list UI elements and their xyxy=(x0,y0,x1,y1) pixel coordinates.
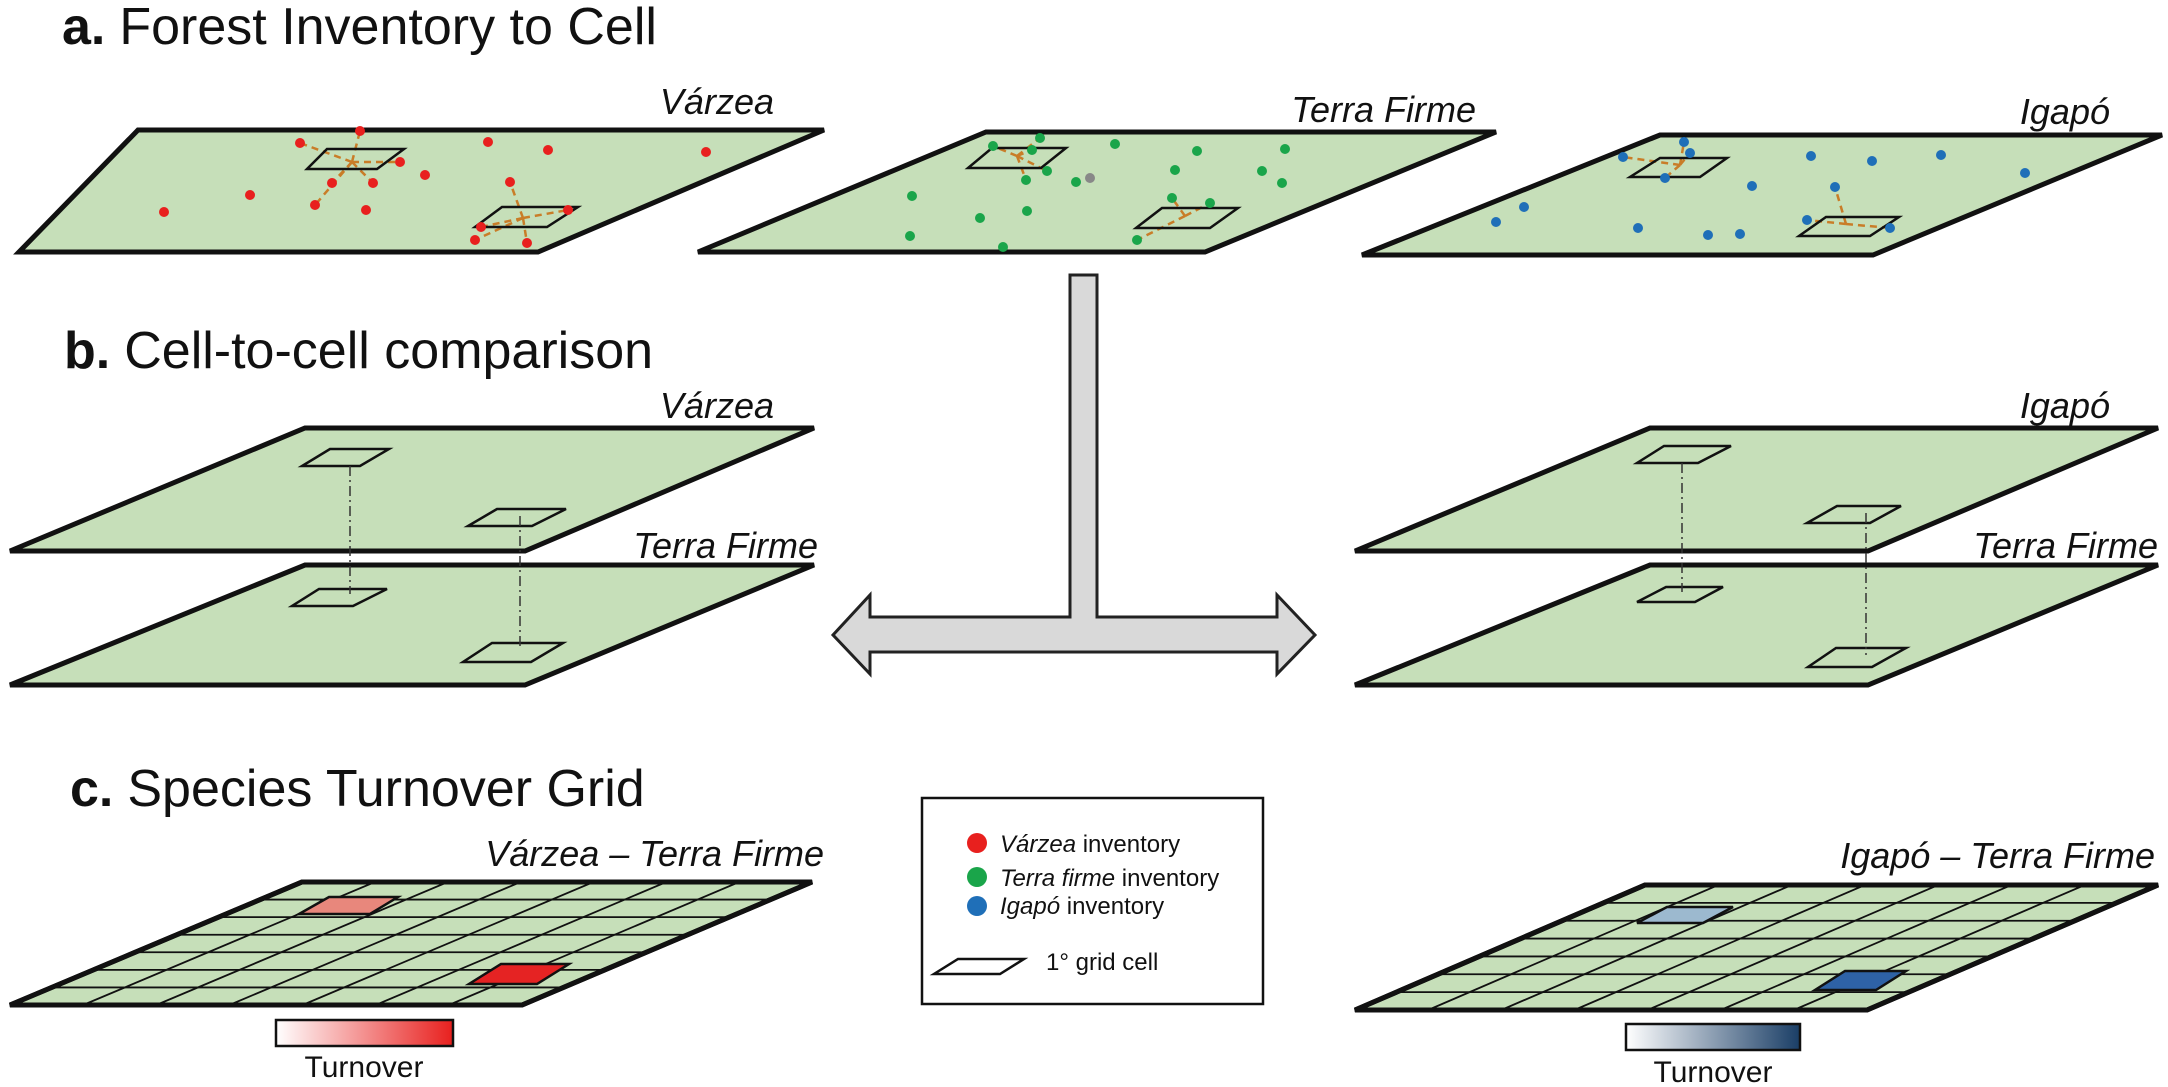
panel-a-varzea-plane xyxy=(13,127,825,255)
panel-b-right-terra-firme-label: Terra Firme xyxy=(1973,525,2158,566)
grid-column-line xyxy=(1720,884,2012,1011)
panel-b-igapo-cell-2 xyxy=(1802,504,1902,525)
legend-igapo-text: Igapó inventory xyxy=(1000,893,1164,920)
panel-a-terra-firme-label: Terra Firme xyxy=(1291,89,1476,130)
legend-item-varzea: Várzea inventory xyxy=(967,831,1180,858)
grid-column-line xyxy=(1647,884,1939,1011)
panel-c-varzea-color-scale xyxy=(274,1018,455,1048)
panel-a-varzea-map: Várzea xyxy=(13,81,825,255)
grid-column-line xyxy=(375,881,667,1006)
panel-c-varzea-cell-high xyxy=(464,962,574,986)
legend-varzea-dot xyxy=(967,833,987,853)
panel-a-igapo-plane xyxy=(1361,132,2163,258)
panel-a-heading: a.Forest Inventory to Cell xyxy=(62,0,657,56)
grid-column-line xyxy=(229,881,521,1006)
legend-varzea-text: Várzea inventory xyxy=(1000,831,1180,858)
panel-b-right-terra-firme-cell-2 xyxy=(1803,646,1911,669)
panel-a-varzea-cell-1 xyxy=(303,147,408,171)
panel-b-left-terra-firme-cell-1 xyxy=(287,587,388,608)
panel-c-igapo-cell-mid xyxy=(1636,905,1734,925)
panel-a-varzea-label: Várzea xyxy=(660,81,774,122)
panel-b-igapo-label: Igapó xyxy=(2020,385,2110,426)
panel-a-terra-firme-map: Terra Firme xyxy=(697,89,1497,255)
panel-c-igapo-grid: Igapó – Terra Firme Turnover xyxy=(1354,835,2159,1087)
panel-c-igapo-scale-label: Turnover xyxy=(1654,1056,1773,1087)
panel-a-terra-firme-points xyxy=(905,133,1290,252)
legend-item-igapo: Igapó inventory xyxy=(967,893,1164,920)
legend-grid-cell-text: 1° grid cell xyxy=(1046,949,1158,976)
legend-terra-firme-text: Terra firme inventory xyxy=(1000,865,1219,892)
panel-c-igapo-cell-high xyxy=(1810,969,1911,992)
panel-b-left-pair: Várzea Terra Firme xyxy=(9,385,818,688)
panel-a-igapo-points xyxy=(1491,137,2030,240)
panel-c-igapo-gridlines xyxy=(1396,884,2117,1011)
grid-column-line xyxy=(1500,884,1792,1011)
panel-b-varzea-plane xyxy=(9,425,815,554)
panel-a-igapo-cell-1 xyxy=(1625,156,1731,179)
panel-b-left-terra-firme-plane xyxy=(9,562,815,688)
grid-column-line xyxy=(302,881,594,1006)
panel-b-varzea-cell-1 xyxy=(297,447,394,468)
grid-column-line xyxy=(155,881,449,1006)
panel-b-right-terra-firme-cell-1 xyxy=(1636,585,1724,604)
panel-c-igapo-border xyxy=(1354,882,2159,1013)
legend: Várzea inventory Terra firme inventory I… xyxy=(920,796,1265,1006)
panel-b-right-terra-firme-plane xyxy=(1354,562,2159,688)
panel-a-varzea-cell-2 xyxy=(471,205,583,229)
legend-igapo-dot xyxy=(967,896,987,916)
comparison-arrow xyxy=(830,273,1318,678)
panel-c-varzea-scale-label: Turnover xyxy=(305,1051,424,1084)
panel-c-varzea-label: Várzea – Terra Firme xyxy=(485,833,824,874)
panel-a-varzea-points xyxy=(159,126,711,248)
legend-terra-firme-dot xyxy=(967,867,987,887)
panel-b-varzea-cell-2 xyxy=(463,507,567,528)
panel-a-igapo-cell-2 xyxy=(1795,215,1904,238)
panel-a-terra-firme-cell-1 xyxy=(964,146,1070,170)
panel-a-terra-firme-plane xyxy=(697,129,1497,255)
panel-b-left-terra-firme-label: Terra Firme xyxy=(633,525,818,566)
panel-b-left-terra-firme-cell-2 xyxy=(458,641,568,664)
panel-a-terra-firme-cell-2 xyxy=(1132,206,1242,230)
panel-c-varzea-grid: Várzea – Terra Firme Turnover xyxy=(9,833,824,1084)
grid-column-line xyxy=(1574,884,1866,1011)
panel-a-igapo-label: Igapó xyxy=(2020,91,2110,132)
panel-b-right-pair: Igapó Terra Firme xyxy=(1354,385,2159,688)
panel-b-varzea-label: Várzea xyxy=(660,385,774,426)
panel-c-varzea-border xyxy=(9,879,813,1008)
panel-c-heading: c.Species Turnover Grid xyxy=(70,760,645,818)
panel-a-igapo-map: Igapó xyxy=(1361,91,2163,258)
panel-b-heading: b.Cell-to-cell comparison xyxy=(64,322,653,380)
panel-c-igapo-color-scale xyxy=(1624,1022,1802,1052)
panel-c-varzea-cell-mid xyxy=(294,895,403,916)
panel-b-igapo-plane xyxy=(1354,425,2159,554)
legend-grid-cell-icon xyxy=(929,957,1029,976)
legend-item-grid-cell: 1° grid cell xyxy=(929,949,1158,976)
panel-c-igapo-label: Igapó – Terra Firme xyxy=(1840,835,2155,876)
legend-item-terra-firme: Terra firme inventory xyxy=(967,865,1219,892)
panel-b-igapo-cell-1 xyxy=(1632,444,1732,465)
